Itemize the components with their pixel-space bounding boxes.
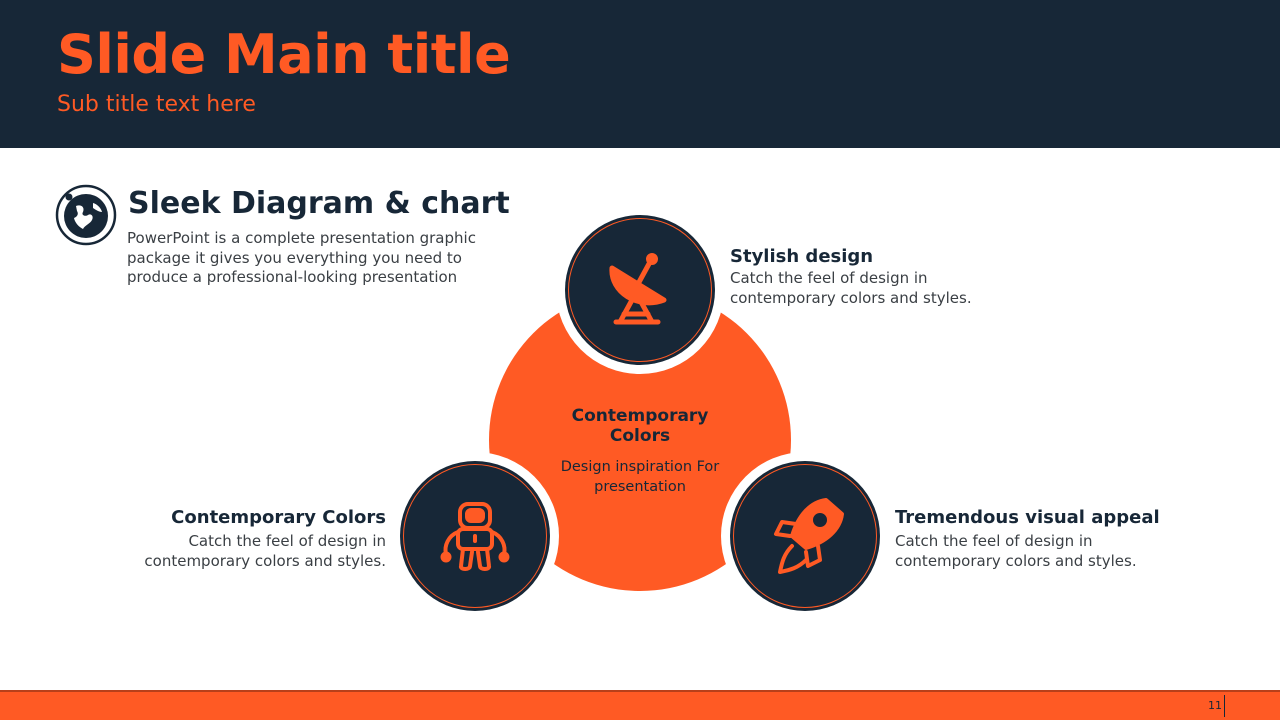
center-description: Design inspiration For presentation [560,459,720,495]
globe-icon [55,184,117,246]
node-left-inner-ring [403,464,547,608]
item-description-stylish-design: Catch the feel of design in contemporary… [730,269,972,307]
page-number: 11 [1196,695,1225,717]
item-title-contemporary-colors: Contemporary Colors [171,507,386,528]
center-title: Contemporary Colors [571,406,709,446]
item-title-stylish-design: Stylish design [730,246,874,267]
header-bar: Slide Main title Sub title text here [0,0,1280,148]
astronaut-icon [440,502,510,571]
node-right-inner-ring [733,464,877,608]
footer-bar [0,690,1280,720]
center-orange-circle [489,289,791,591]
section-heading: Sleek Diagram & chart [128,186,510,221]
section-description: PowerPoint is a complete presentation gr… [127,229,476,286]
node-top-inner-ring [568,218,712,362]
item-description-contemporary-colors: Catch the feel of design in contemporary… [144,532,386,570]
slide-title: Slide Main title [57,23,511,86]
item-description-visual-appeal: Catch the feel of design in contemporary… [895,532,1137,570]
slide-subtitle: Sub title text here [57,92,256,117]
item-title-visual-appeal: Tremendous visual appeal [895,507,1160,528]
satellite-dish-icon [609,253,667,325]
rocket-icon [774,498,844,574]
